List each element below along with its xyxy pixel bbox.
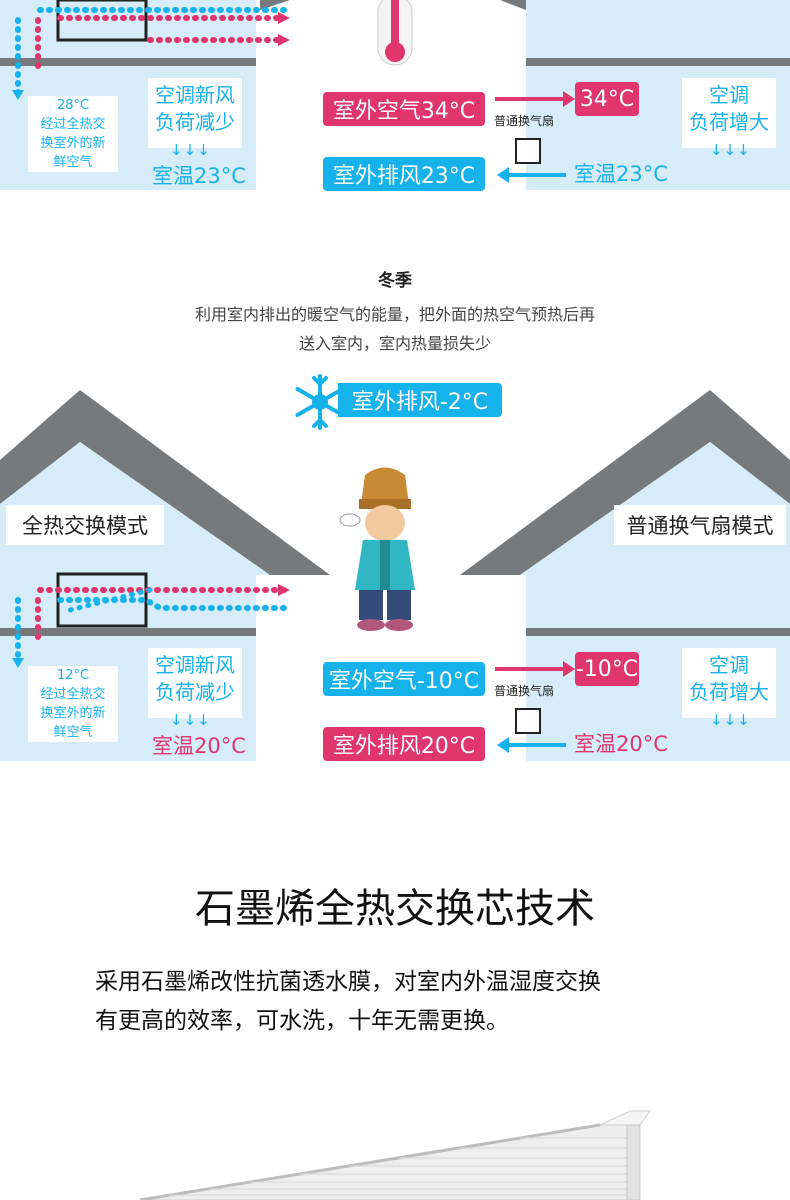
winter-left-ceiling: [0, 628, 256, 636]
winter-exhaust-arrow-icon: [508, 743, 566, 747]
summer-right-ceiling: [526, 58, 790, 66]
winter-fan-label: 普通换气扇: [494, 684, 555, 698]
winter-left-room-temp: 室温20°C: [152, 734, 246, 758]
summer-right-down-arrows-icon: ↓↓↓: [710, 141, 751, 159]
tech-title: 石墨烯全热交换芯技术: [195, 886, 595, 932]
winter-fresh-air-note: 12°C 经过全热交 换室外的新 鲜空气: [28, 666, 118, 742]
box-line: 负荷减少: [155, 680, 235, 704]
note-line: 鲜空气: [53, 725, 93, 740]
winter-left-house-roof: [0, 390, 330, 575]
note-line: 经过全热交: [40, 117, 106, 132]
note-line: 28°C: [56, 98, 90, 113]
note-line: 鲜空气: [53, 155, 93, 170]
winter-fan-arrowhead-icon: [563, 661, 575, 677]
winter-right-ac-box: 空调 负荷增大: [682, 648, 776, 718]
summer-exhaust-arrowhead-icon: [497, 167, 509, 183]
summer-left-down-arrows-icon: ↓↓↓: [170, 141, 211, 159]
winter-left-mode-tag: 全热交换模式: [6, 505, 164, 545]
box-line: 空调: [709, 653, 749, 677]
box-line: 空调新风: [155, 83, 235, 107]
tech-description-line2: 有更高的效率，可水洗，十年无需更换。: [95, 1008, 509, 1034]
summer-left-ac-box: 空调新风 负荷减少: [148, 78, 242, 148]
summer-right-ac-box: 空调 负荷增大: [682, 78, 776, 148]
tech-description-line1: 采用石墨烯改性抗菌透水膜，对室内外温湿度交换: [95, 969, 601, 995]
summer-roof-edge-right: [500, 0, 526, 10]
summer-outdoor-air-label: 室外空气34°C: [323, 92, 485, 126]
summer-exhaust-label: 室外排风23°C: [323, 157, 485, 191]
winter-fan-box-icon: [515, 708, 541, 734]
summer-right-room-temp: 室温23°C: [574, 162, 668, 186]
note-line: 经过全热交: [40, 687, 106, 702]
winter-exhaust-arrowhead-icon: [497, 737, 509, 753]
winter-left-down-arrows-icon: ↓↓↓: [170, 711, 211, 729]
summer-fan-arrow-icon: [495, 97, 565, 101]
box-line: 负荷增大: [689, 680, 769, 704]
summer-fan-label: 普通换气扇: [494, 114, 555, 128]
box-line: 空调新风: [155, 653, 235, 677]
heat-exchange-core-image: [139, 1110, 651, 1200]
winter-exhaust-label: 室外排风20°C: [323, 727, 485, 761]
snowflake-icon: [295, 374, 345, 430]
winter-right-mode-tag: 普通换气扇模式: [614, 505, 786, 545]
winter-fan-arrow-icon: [495, 667, 565, 671]
box-line: 负荷增大: [689, 110, 769, 134]
winter-fan-output-temp: -10°C: [575, 652, 639, 686]
note-line: 12°C: [56, 668, 90, 683]
winter-right-down-arrows-icon: ↓↓↓: [710, 711, 751, 729]
summer-fan-box-icon: [515, 138, 541, 164]
box-line: 负荷减少: [155, 110, 235, 134]
summer-fresh-air-note: 28°C 经过全热交 换室外的新 鲜空气: [28, 96, 118, 172]
winter-right-ceiling: [526, 628, 790, 636]
note-line: 换室外的新: [40, 706, 106, 721]
winter-right-house-roof: [460, 390, 790, 575]
winter-title: 冬季: [378, 271, 412, 291]
box-line: 空调: [709, 83, 749, 107]
summer-fan-output-temp: 34°C: [575, 82, 639, 116]
winter-outdoor-air-label: 室外空气-10°C: [323, 662, 485, 696]
cold-person-icon: [339, 467, 415, 631]
winter-right-room-temp: 室温20°C: [574, 732, 668, 756]
winter-snow-exhaust-label: 室外排风-2°C: [338, 383, 502, 417]
note-line: 换室外的新: [40, 136, 106, 151]
winter-description-line2: 送入室内，室内热量损失少: [298, 334, 491, 353]
summer-left-ceiling: [0, 58, 256, 66]
summer-heat-exchanger-diagram: [12, 0, 293, 100]
winter-heat-exchanger-diagram: [12, 572, 293, 668]
summer-fan-arrowhead-icon: [563, 91, 575, 107]
thermometer-icon: [377, 0, 413, 66]
winter-description-line1: 利用室内排出的暖空气的能量，把外面的热空气预热后再: [194, 305, 595, 324]
winter-left-ac-box: 空调新风 负荷减少: [148, 648, 242, 718]
summer-left-room-temp: 室温23°C: [152, 164, 246, 188]
summer-roof-edge-left: [260, 0, 290, 10]
summer-exhaust-arrow-icon: [508, 173, 566, 177]
